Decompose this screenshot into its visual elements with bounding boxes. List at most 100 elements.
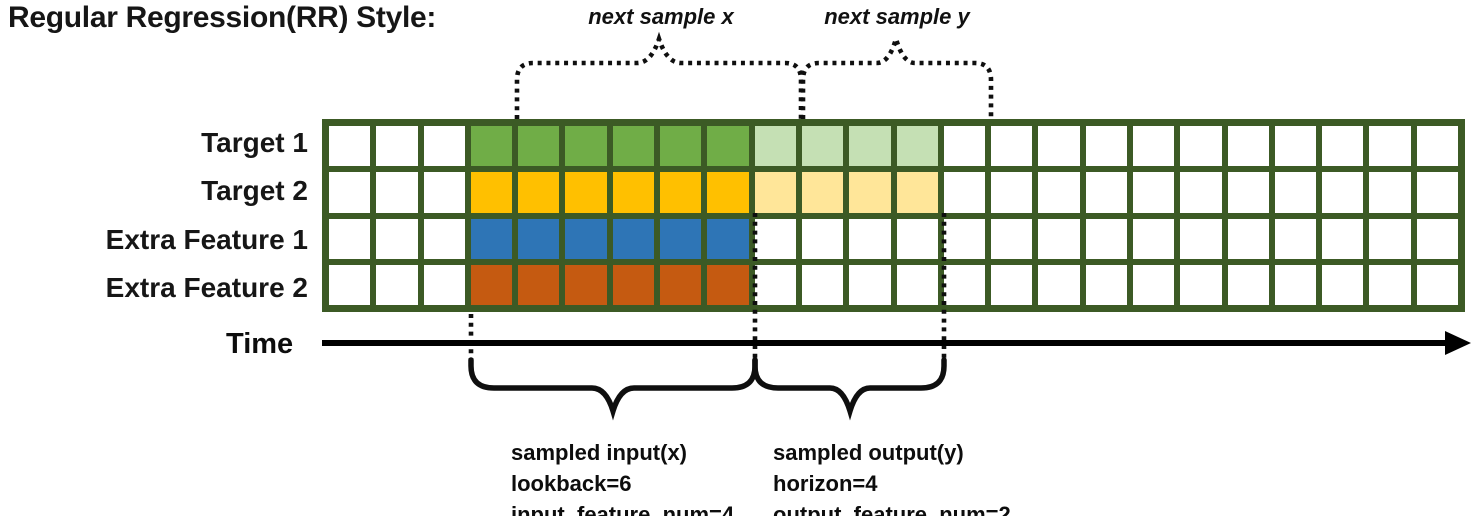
row-label-target-2: Target 2 bbox=[201, 175, 308, 207]
grid-cell bbox=[1180, 264, 1222, 305]
grid-cell bbox=[518, 264, 560, 305]
grid-cell bbox=[1227, 172, 1269, 213]
grid-cell bbox=[470, 172, 513, 213]
grid-cell bbox=[1416, 126, 1458, 167]
grid-cell bbox=[754, 264, 796, 305]
grid-cell bbox=[612, 172, 655, 213]
grid-cell bbox=[707, 218, 749, 259]
grid-cell bbox=[943, 172, 986, 213]
grid-cell bbox=[1322, 218, 1364, 259]
grid-cell bbox=[1369, 218, 1411, 259]
grid-cell bbox=[470, 218, 513, 259]
grid-cell bbox=[1085, 264, 1127, 305]
grid-cell bbox=[423, 218, 465, 259]
next-sample-x-label: next sample x bbox=[588, 4, 734, 29]
grid-cell bbox=[376, 126, 418, 167]
row-label-target-1: Target 1 bbox=[201, 127, 308, 159]
sampled-input-line-3: input_feature_num=4 bbox=[511, 502, 735, 516]
grid-cell bbox=[565, 126, 607, 167]
grid-cell bbox=[1369, 126, 1411, 167]
grid-cell bbox=[801, 264, 844, 305]
grid-cell bbox=[1227, 126, 1269, 167]
row-label-extra-feature-1: Extra Feature 1 bbox=[105, 223, 308, 255]
grid-cell bbox=[896, 126, 938, 167]
time-axis-arrow-head bbox=[1445, 331, 1471, 355]
grid-cell bbox=[1038, 218, 1080, 259]
grid-cell bbox=[1369, 264, 1411, 305]
grid-cell bbox=[1274, 126, 1317, 167]
sampled-output-line-3: output_feature_num=2 bbox=[773, 502, 1011, 516]
next-sample-y-label: next sample y bbox=[824, 4, 970, 29]
grid-cell bbox=[423, 264, 465, 305]
grid-cell bbox=[801, 126, 844, 167]
grid-cell bbox=[1274, 218, 1317, 259]
grid-cell bbox=[1322, 264, 1364, 305]
grid-cell bbox=[329, 264, 371, 305]
grid-cell bbox=[707, 264, 749, 305]
grid-cell bbox=[565, 172, 607, 213]
grid-cell bbox=[991, 126, 1033, 167]
row-label-extra-feature-2: Extra Feature 2 bbox=[105, 271, 308, 303]
grid-cell bbox=[896, 218, 938, 259]
grid-cell bbox=[943, 264, 986, 305]
grid-cell bbox=[470, 264, 513, 305]
grid-cell bbox=[518, 172, 560, 213]
grid-cell bbox=[1132, 172, 1175, 213]
grid-cell bbox=[1322, 126, 1364, 167]
grid-cell bbox=[376, 218, 418, 259]
grid-cell bbox=[329, 126, 371, 167]
grid-cell bbox=[1274, 264, 1317, 305]
grid-cell bbox=[1085, 126, 1127, 167]
grid-cell bbox=[612, 264, 655, 305]
next-sample-y-brace bbox=[800, 30, 994, 119]
grid-cell bbox=[565, 264, 607, 305]
grid-cell bbox=[1274, 172, 1317, 213]
timeseries-grid bbox=[322, 119, 1465, 312]
grid-cell bbox=[1085, 172, 1127, 213]
grid-cell bbox=[612, 126, 655, 167]
sampled-input-line-1: sampled input(x) bbox=[511, 440, 688, 465]
sampled-output-annotation: sampled output(y) horizon=4 output_featu… bbox=[773, 437, 1011, 516]
grid-cell bbox=[1132, 264, 1175, 305]
grid-cell bbox=[329, 172, 371, 213]
grid-cell bbox=[801, 218, 844, 259]
grid-cell bbox=[754, 126, 796, 167]
grid-cell bbox=[660, 172, 702, 213]
grid-cell bbox=[329, 218, 371, 259]
grid-cell bbox=[1132, 218, 1175, 259]
grid-cell bbox=[1227, 264, 1269, 305]
grid-cell bbox=[1180, 126, 1222, 167]
grid-cell bbox=[707, 126, 749, 167]
grid-cell bbox=[1369, 172, 1411, 213]
sampled-input-annotation: sampled input(x) lookback=6 input_featur… bbox=[511, 437, 734, 516]
grid-cell bbox=[1038, 264, 1080, 305]
row-labels: Target 1 Target 2 Extra Feature 1 Extra … bbox=[0, 119, 308, 312]
grid-cell bbox=[849, 172, 891, 213]
grid-cell bbox=[849, 264, 891, 305]
grid-cell bbox=[565, 218, 607, 259]
grid-cell bbox=[943, 218, 986, 259]
grid-cell bbox=[1416, 264, 1458, 305]
sampled-output-line-2: horizon=4 bbox=[773, 471, 878, 496]
sampled-input-brace bbox=[468, 357, 758, 421]
grid-cell bbox=[1416, 172, 1458, 213]
grid-cell bbox=[1085, 218, 1127, 259]
grid-cell bbox=[660, 126, 702, 167]
grid-cell bbox=[660, 218, 702, 259]
grid-cell bbox=[1132, 126, 1175, 167]
grid-cell bbox=[376, 172, 418, 213]
grid-cell bbox=[991, 264, 1033, 305]
next-sample-x-brace bbox=[514, 31, 804, 119]
sampled-output-line-1: sampled output(y) bbox=[773, 440, 964, 465]
grid-cell bbox=[1322, 172, 1364, 213]
grid-cell bbox=[754, 172, 796, 213]
grid-cell bbox=[1038, 126, 1080, 167]
sampled-input-line-2: lookback=6 bbox=[511, 471, 632, 496]
grid-cell bbox=[518, 126, 560, 167]
grid-cell bbox=[754, 218, 796, 259]
grid-cell bbox=[612, 218, 655, 259]
grid-cell bbox=[470, 126, 513, 167]
grid-cell bbox=[849, 218, 891, 259]
grid-cell bbox=[660, 264, 702, 305]
